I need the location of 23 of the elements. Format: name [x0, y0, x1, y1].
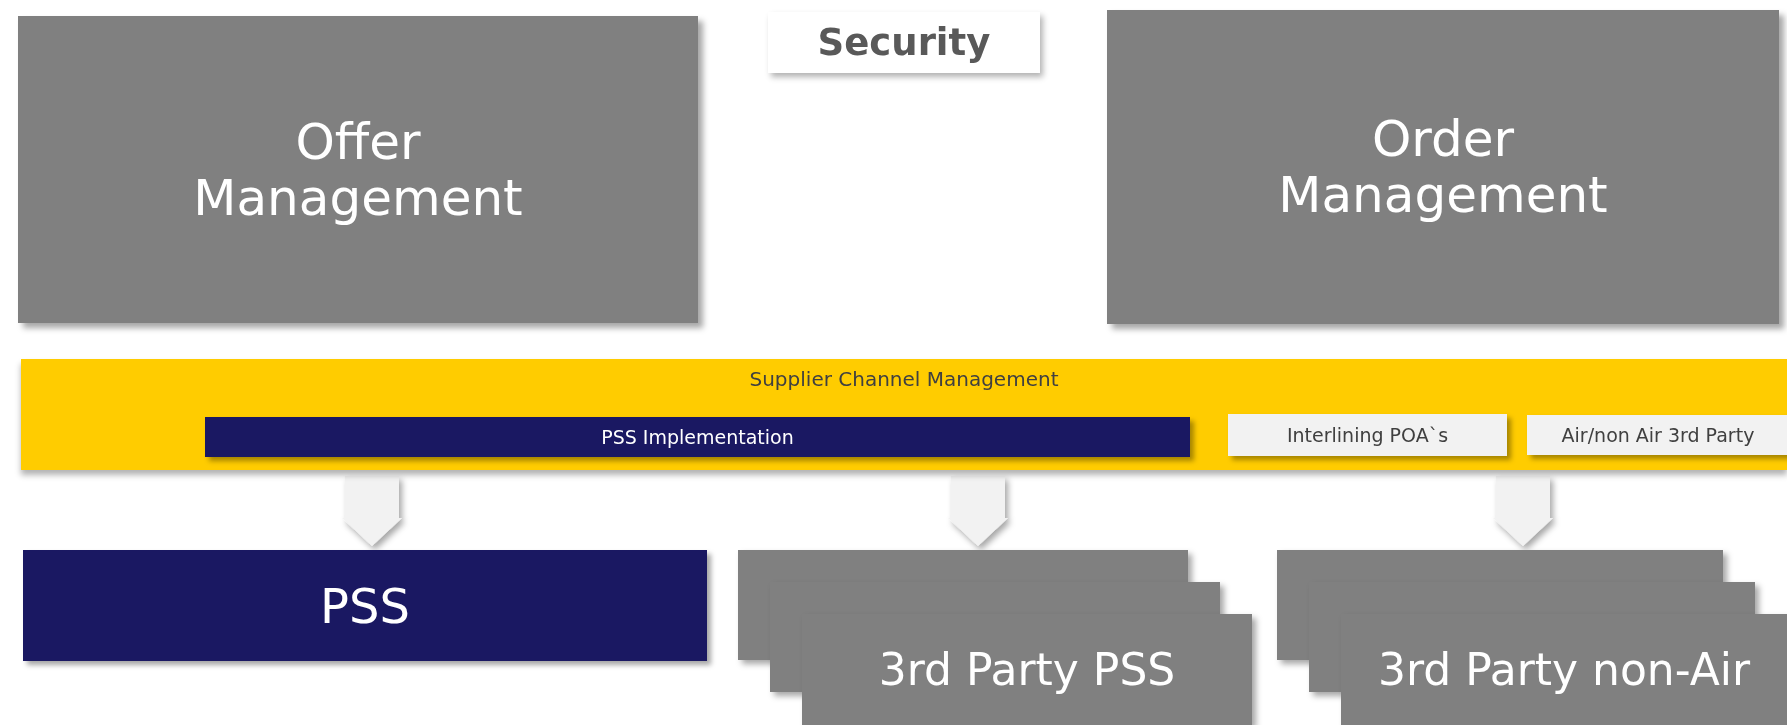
band-title: Supplier Channel Management [748, 367, 1060, 391]
title-tag [768, 12, 1040, 73]
chevron-arrow [1493, 476, 1553, 546]
component-bar [1527, 415, 1787, 455]
box-title: 3rd Party non-Air [1377, 644, 1751, 695]
tag-title: Security [817, 21, 991, 64]
bar-label: Air/non Air 3rd Party [1561, 424, 1755, 446]
chevron-arrow [342, 476, 402, 546]
module-box [1107, 10, 1779, 324]
chevron-arrow [948, 476, 1008, 546]
box-title: 3rd Party PSS [878, 644, 1176, 695]
box-title: Offer Management [192, 113, 524, 226]
card-stack-drawing [1277, 550, 1787, 725]
system-box [23, 550, 707, 661]
bar-label: PSS Implementation [601, 426, 794, 448]
bar-label: Interlining POA`s [1286, 424, 1449, 446]
component-bar [1228, 414, 1507, 456]
card-stack-drawing [738, 550, 1252, 725]
box-title: Order Management [1277, 111, 1609, 223]
component-bar [205, 417, 1190, 457]
channel-band [21, 359, 1787, 470]
box-title: PSS [320, 577, 410, 634]
module-box [18, 16, 698, 323]
